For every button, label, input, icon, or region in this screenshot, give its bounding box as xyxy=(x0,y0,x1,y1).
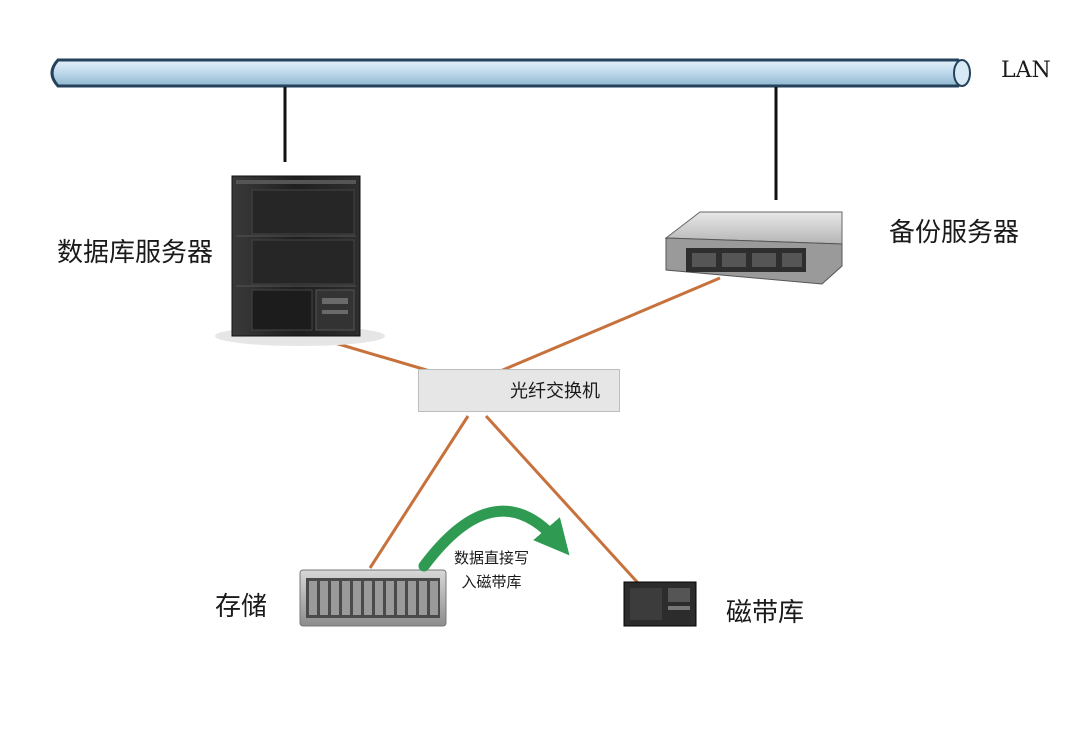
tape-library-label: 磁带库 xyxy=(726,598,805,628)
fiber-link-tape-library xyxy=(484,414,640,585)
data-flow-note-line2: 入磁带库 xyxy=(461,573,522,591)
backup-server-label: 备份服务器 xyxy=(889,218,1020,248)
data-flow-note: 数据直接写 入磁带库 xyxy=(454,546,529,594)
fiber-link-backup-server xyxy=(497,276,721,374)
lan-label: LAN xyxy=(1001,58,1051,83)
storage-label: 存储 xyxy=(215,592,268,622)
data-flow-note-line1: 数据直接写 xyxy=(454,549,530,567)
switch-label-box xyxy=(418,369,620,412)
data-flow-arrow xyxy=(418,505,570,572)
fiber-links xyxy=(317,276,721,585)
fiber-link-storage xyxy=(368,415,470,569)
switch-label: 光纤交换机 xyxy=(510,381,600,402)
lan-bus xyxy=(50,58,971,88)
tape-library-icon xyxy=(623,581,697,627)
rack-server-icon xyxy=(664,211,843,285)
tower-server-icon xyxy=(215,175,385,346)
disk-array-icon xyxy=(299,569,447,627)
db-server-label: 数据库服务器 xyxy=(57,238,214,268)
